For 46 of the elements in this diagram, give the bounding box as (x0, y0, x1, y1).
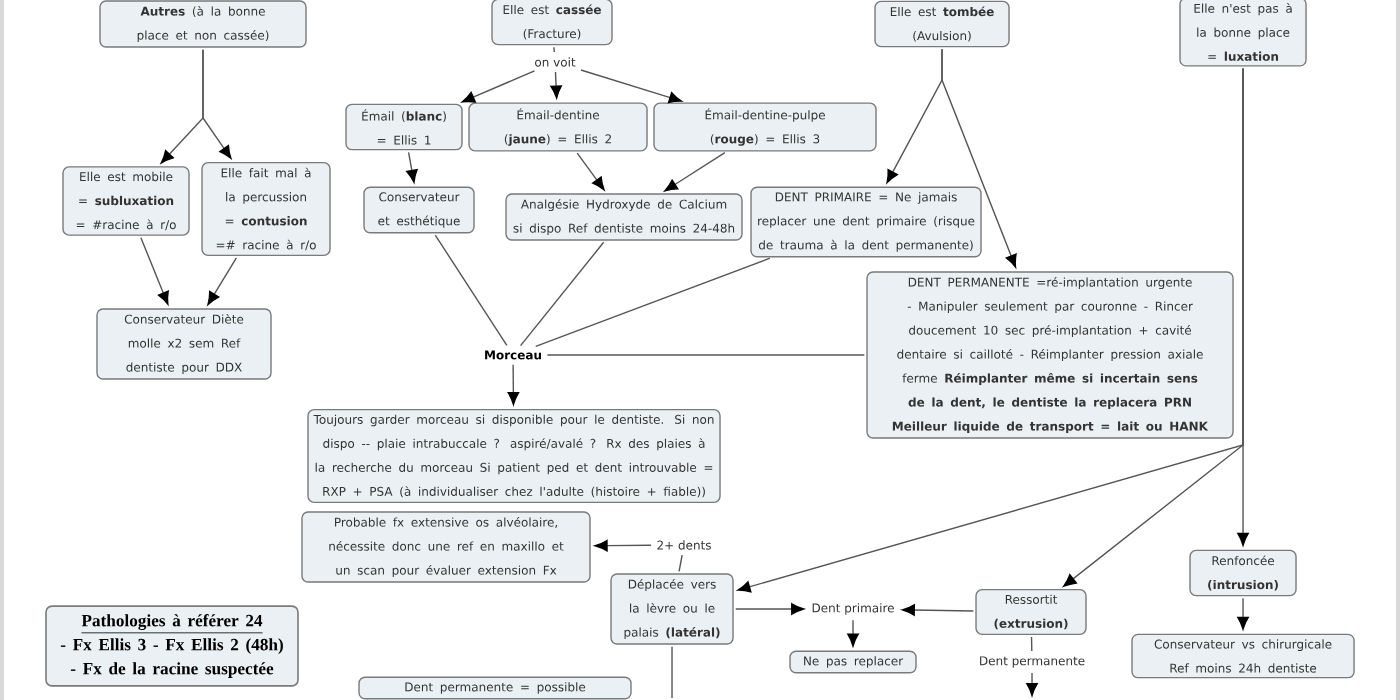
arrow (550, 71, 562, 99)
process-box: Elle est mobile = subluxation = #racine à r/o (62, 166, 190, 236)
process-box: Ne pas replacer (789, 650, 917, 674)
arrow (847, 619, 859, 647)
process-box: Elle fait mal à la percussion = contusion =# racine à r/o (201, 161, 331, 257)
process-box: Toujours garder morceau si disponible pour le dentiste. Si non dispo -- plaie intrabuccale ? aspiré/avalé ? Rx des plaies à la recherche du morceau Si patient ped et dent introuvable = RXP + PSA (à individualiser chez l'adulte (histoire + fiable)) (307, 408, 721, 504)
process-box: Elle n'est pas à la bonne place = luxation (1179, 0, 1307, 67)
arrow (202, 49, 232, 159)
process-box: Elle est tombée (Avulsion) (874, 0, 1010, 48)
arrow (901, 604, 975, 616)
arrow (507, 364, 520, 406)
arrow (461, 70, 536, 103)
process-box: Ressortit (extrusion) (975, 588, 1087, 636)
process-box: Analgésie Hydroxyde de Calcium si dispo Ref dentiste moins 24-48h (505, 193, 743, 241)
note-box: Pathologies à référer 24 - Fx Ellis 3 - Fx Ellis 2 (48h) - Fx de la racine suspectée (45, 605, 299, 687)
arrow (580, 69, 683, 104)
node-label: Dent permanente (980, 656, 1085, 668)
process-box: DENT PERMANENTE =ré-implantation urgente - Manipuler seulement par couronne - Rincer doucement 10 sec pré-implantation + cavité dentaire si cailloté - Réimplanter pression axiale ferme Réimplanter même si incertain sens de la dent, le dentiste la replacera PRN Meilleur liquide de transport = lait ou HANK (866, 271, 1234, 439)
process-box: Probable fx extensive os alvéolaire, nécessite donc une ref en maxillo et un scan pour évaluer extension Fx (301, 511, 591, 583)
process-box: Conservateur vs chirurgicale Ref moins 24h dentiste (1131, 633, 1355, 679)
arrow (207, 257, 238, 306)
process-box: Dent permanente = possible (358, 676, 632, 700)
arrow (576, 152, 605, 191)
process-box: Émail-dentine-pulpe (rouge) = Ellis 3 (653, 102, 877, 152)
node-label: 2+ dents (657, 540, 711, 550)
node-label: Morceau (485, 350, 541, 360)
arrow (1026, 672, 1038, 697)
arrow (735, 603, 805, 615)
arrow (1237, 597, 1249, 630)
process-box: Autres (à la bonne place et non cassée) (99, 0, 307, 48)
process-box: Renfoncée (intrusion) (1189, 549, 1297, 597)
process-box: Émail-dentine (jaune) = Ellis 2 (468, 102, 648, 152)
process-box: Émail (blanc) = Ellis 1 (345, 103, 463, 151)
process-box: DENT PRIMAIRE = Ne jamais replacer une dent primaire (risque de trauma à la dent permanente) (750, 186, 982, 258)
process-box: Déplacée vers la lèvre ou le palais (latéral) (610, 573, 734, 645)
arrow (664, 151, 726, 192)
arrow (406, 151, 418, 183)
process-box: Conservateur Diète molle x2 sem Ref dentiste pour DDX (96, 308, 272, 380)
arrow (941, 48, 1017, 268)
arrow (140, 236, 169, 305)
process-box: Elle est cassée (Fracture) (491, 0, 613, 46)
arrow (1237, 67, 1249, 546)
arrow (594, 539, 652, 552)
node-label: on voit (535, 57, 576, 67)
node-label: Dent primaire (812, 603, 894, 615)
process-box: Conservateur et esthétique (363, 186, 475, 234)
